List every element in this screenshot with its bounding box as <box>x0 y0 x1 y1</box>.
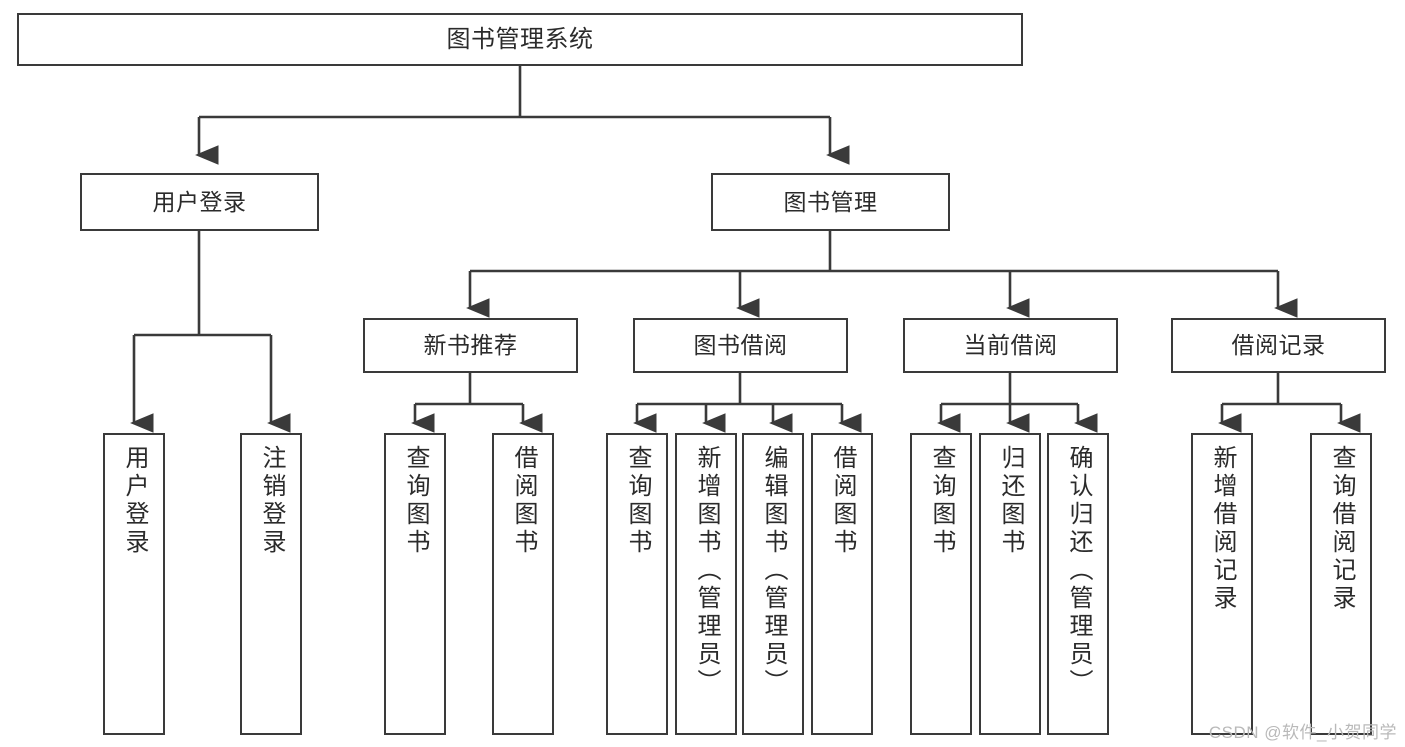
leaf-book-borrow-edit-book-admin[interactable]: 编辑图书（管理员） <box>742 433 804 735</box>
node-label: 图书借阅 <box>693 332 788 359</box>
node-label: 图书管理系统 <box>446 25 594 53</box>
node-label: 查询图书 <box>928 445 955 557</box>
node-label: 新增借阅记录 <box>1209 445 1236 613</box>
node-label: 编辑图书（管理员） <box>760 445 787 697</box>
node-book-borrow[interactable]: 图书借阅 <box>633 318 848 373</box>
node-label: 用户登录 <box>152 188 247 215</box>
node-label: 借阅记录 <box>1231 332 1326 359</box>
leaf-current-borrow-return-book[interactable]: 归还图书 <box>979 433 1041 735</box>
node-label: 当前借阅 <box>963 332 1058 359</box>
node-label: 新书推荐 <box>423 332 518 359</box>
leaf-current-borrow-query-book[interactable]: 查询图书 <box>910 433 972 735</box>
node-label: 新增图书（管理员） <box>693 445 720 697</box>
node-label: 图书管理 <box>783 188 878 215</box>
node-user-login[interactable]: 用户登录 <box>80 173 319 231</box>
csdn-watermark: CSDN @软件_小贺同学 <box>1208 723 1397 742</box>
node-label: 借阅图书 <box>510 445 537 557</box>
leaf-book-borrow-query-book[interactable]: 查询图书 <box>606 433 668 735</box>
leaf-new-book-query-book[interactable]: 查询图书 <box>384 433 446 735</box>
node-label: 用户登录 <box>121 445 148 557</box>
leaf-book-borrow-add-book-admin[interactable]: 新增图书（管理员） <box>675 433 737 735</box>
node-book-management[interactable]: 图书管理 <box>711 173 950 231</box>
leaf-book-borrow-borrow-book[interactable]: 借阅图书 <box>811 433 873 735</box>
node-borrow-record[interactable]: 借阅记录 <box>1171 318 1386 373</box>
leaf-borrow-record-query-record[interactable]: 查询借阅记录 <box>1310 433 1372 735</box>
node-label: 借阅图书 <box>829 445 856 557</box>
leaf-user-login-login[interactable]: 用户登录 <box>103 433 165 735</box>
leaf-current-borrow-confirm-return-admin[interactable]: 确认归还（管理员） <box>1047 433 1109 735</box>
leaf-new-book-borrow-book[interactable]: 借阅图书 <box>492 433 554 735</box>
node-label: 查询借阅记录 <box>1328 445 1355 613</box>
node-current-borrow[interactable]: 当前借阅 <box>903 318 1118 373</box>
node-new-book-recommend[interactable]: 新书推荐 <box>363 318 578 373</box>
node-label: 查询图书 <box>402 445 429 557</box>
leaf-borrow-record-add-record[interactable]: 新增借阅记录 <box>1191 433 1253 735</box>
node-label: 归还图书 <box>997 445 1024 557</box>
node-label: 查询图书 <box>624 445 651 557</box>
node-root-book-management-system[interactable]: 图书管理系统 <box>17 13 1023 66</box>
node-label: 确认归还（管理员） <box>1065 445 1092 697</box>
node-label: 注销登录 <box>258 445 285 557</box>
leaf-user-login-logout[interactable]: 注销登录 <box>240 433 302 735</box>
